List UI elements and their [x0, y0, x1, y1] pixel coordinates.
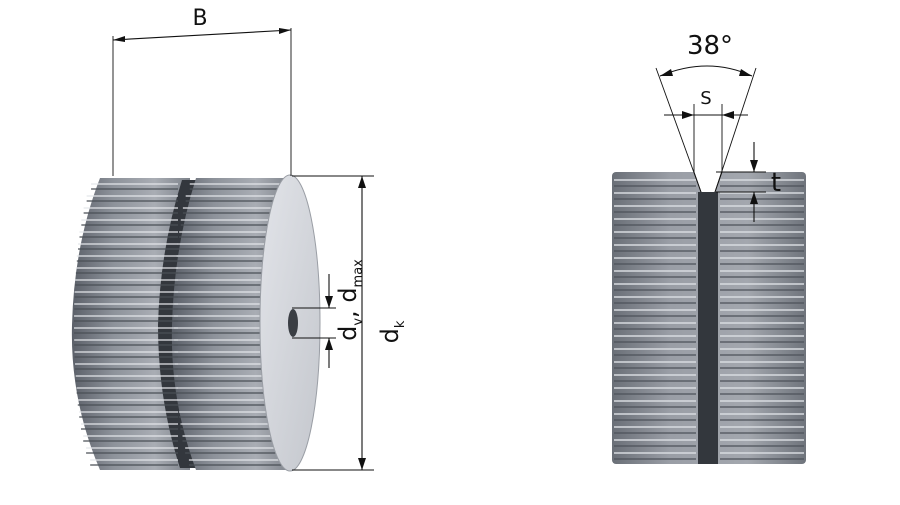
right-wheel-groove — [698, 192, 718, 464]
right-wheel-v-notch — [694, 172, 722, 192]
dimension-s: S — [664, 88, 748, 172]
left-knurl-wheel — [71, 174, 321, 472]
dimension-dk-label: dk — [376, 320, 408, 343]
dimension-t: t — [716, 142, 781, 222]
dimension-b: B — [112, 6, 292, 176]
dimension-dv-dmax: dv, dmax — [292, 259, 366, 368]
left-wheel-bore — [288, 309, 298, 337]
dimension-angle: 38° — [655, 31, 757, 193]
dimension-angle-label: 38° — [687, 31, 733, 61]
dimension-dk: dk — [292, 175, 408, 471]
left-wheel-half-b — [171, 178, 292, 470]
left-wheel-groove — [158, 180, 198, 468]
dimension-t-label: t — [771, 168, 781, 198]
left-wheel-half-a — [71, 178, 190, 470]
right-knurl-wheel — [612, 171, 806, 464]
dimension-b-label: B — [192, 6, 207, 31]
dimension-s-label: S — [700, 88, 711, 109]
right-wheel-ridges — [614, 179, 804, 460]
dimension-dv-dmax-label: dv, dmax — [334, 259, 366, 341]
